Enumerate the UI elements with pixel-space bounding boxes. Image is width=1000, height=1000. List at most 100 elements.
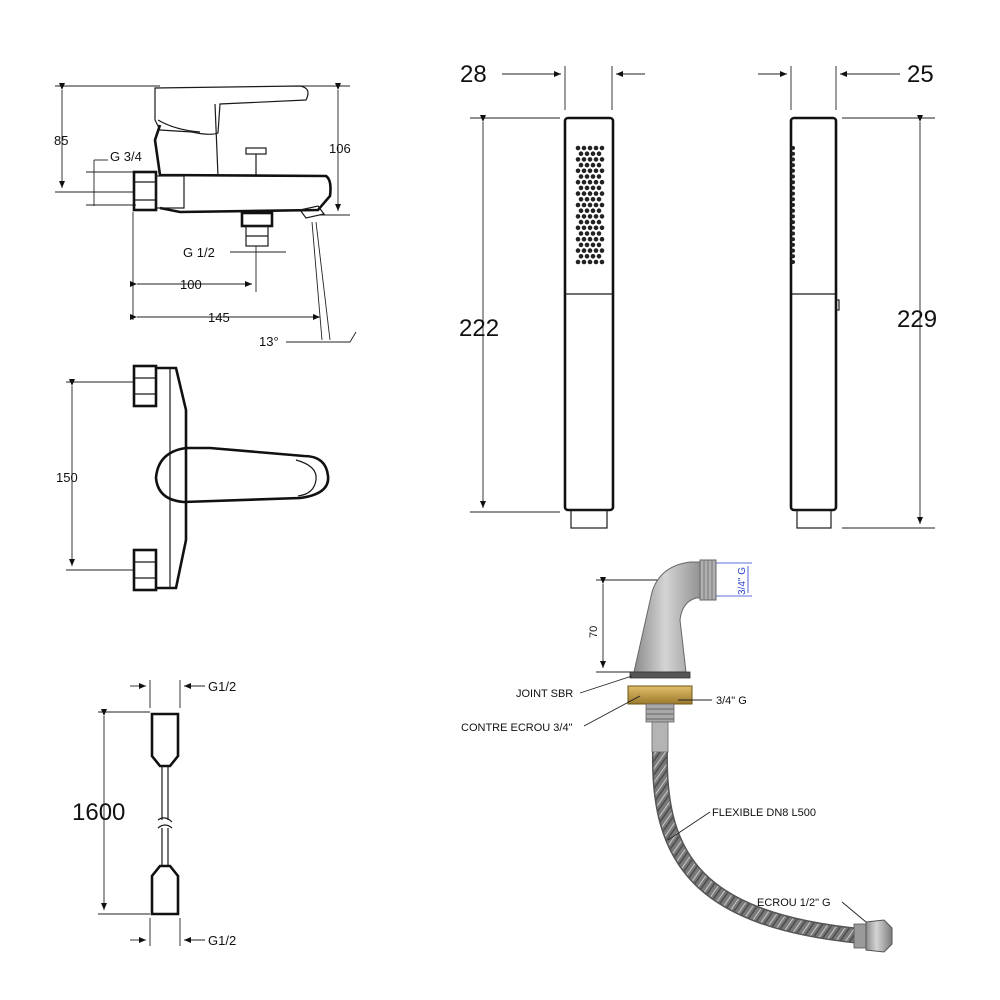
spray-hole: [587, 236, 593, 242]
handshower-front-view: 28 222: [459, 61, 645, 529]
spray-hole: [581, 202, 587, 208]
spray-hole: [596, 208, 602, 213]
spray-hole: [587, 145, 593, 151]
spray-hole: [578, 197, 584, 202]
g12-label: G 1/2: [183, 245, 215, 260]
spray-hole: [593, 214, 599, 219]
spray-hole-side: [791, 242, 795, 247]
spray-hole: [584, 253, 590, 259]
dim-100-label: 100: [180, 277, 202, 292]
mixer-top-view: 150: [56, 364, 330, 592]
spray-hole: [587, 191, 593, 196]
spray-hole: [596, 253, 602, 259]
g34-label: G 3/4: [110, 149, 142, 164]
spray-hole: [599, 191, 605, 196]
spray-hole: [581, 214, 587, 219]
spray-hole: [578, 185, 584, 191]
spray-hole-side: [791, 157, 795, 162]
spray-hole: [596, 219, 602, 225]
spray-hole: [590, 242, 596, 248]
spray-hole: [599, 259, 605, 265]
spray-hole: [584, 242, 590, 248]
spray-hole: [593, 202, 599, 208]
spray-hole: [587, 259, 593, 265]
dim-85-label: 85: [54, 133, 68, 148]
spray-hole: [587, 168, 593, 174]
spray-hole: [590, 151, 596, 156]
spray-hole: [599, 157, 605, 162]
spray-hole: [578, 242, 584, 248]
spray-hole-side: [791, 220, 795, 225]
spray-hole-side: [791, 237, 795, 242]
spray-hole: [593, 259, 599, 265]
spray-hole: [584, 174, 590, 179]
spray-hole: [581, 145, 587, 151]
spray-hole: [575, 145, 581, 151]
spray-hole: [590, 197, 596, 202]
spray-hole-side: [791, 151, 795, 156]
spray-hole: [593, 157, 599, 162]
spray-hole-side: [791, 254, 795, 259]
mixer-side-view: 85 106 G 3/4 G 1/2: [54, 83, 357, 349]
spray-hole: [587, 225, 593, 231]
spray-hole: [581, 157, 587, 162]
spray-hole: [584, 185, 590, 191]
dim-28-label: 28: [460, 61, 487, 88]
spray-hole: [599, 145, 605, 151]
spray-hole: [578, 231, 584, 236]
spray-hole: [578, 208, 584, 213]
spray-hole: [590, 231, 596, 236]
spray-hole: [599, 202, 605, 208]
spray-hole: [575, 191, 581, 196]
spray-hole: [584, 231, 590, 236]
spray-hole-side: [791, 191, 795, 196]
spray-hole: [575, 202, 581, 208]
spray-hole-side: [791, 168, 795, 173]
angle-13-label: 13°: [259, 334, 279, 349]
spray-hole: [593, 145, 599, 151]
spray-hole: [575, 214, 581, 219]
spray-hole: [578, 174, 584, 179]
spray-hole: [578, 253, 584, 259]
spray-hole: [596, 174, 602, 179]
spray-hole: [581, 191, 587, 196]
spray-hole-side: [791, 214, 795, 219]
spray-hole: [599, 179, 605, 185]
spray-hole: [599, 225, 605, 231]
spray-hole: [596, 151, 602, 156]
dim-106-label: 106: [329, 141, 351, 156]
bath-outlet-assembly: 3/4" G 70 JOINT SBR 3/4" G CON: [461, 559, 893, 953]
flexible-label: FLEXIBLE DN8 L500: [712, 807, 816, 819]
spray-hole: [581, 248, 587, 253]
spray-hole: [581, 259, 587, 265]
spray-hole: [596, 162, 602, 168]
spray-hole: [578, 151, 584, 156]
spray-hole: [596, 197, 602, 202]
spray-hole: [590, 219, 596, 225]
spray-hole-side: [791, 225, 795, 230]
spray-hole: [581, 179, 587, 185]
spray-hole: [590, 253, 596, 259]
spray-hole: [584, 151, 590, 156]
spray-hole: [593, 248, 599, 253]
dim-1600-label: 1600: [72, 799, 125, 826]
spray-hole: [593, 168, 599, 174]
spray-hole-side: [791, 146, 795, 150]
spray-hole: [587, 157, 593, 162]
spray-hole: [584, 197, 590, 202]
spray-hole: [596, 185, 602, 191]
handshower-side-view: 25 229: [758, 61, 937, 529]
spray-hole: [581, 225, 587, 231]
spray-hole: [584, 162, 590, 168]
spray-hole: [599, 214, 605, 219]
spray-hole: [590, 185, 596, 191]
joint-sbr-label: JOINT SBR: [516, 688, 573, 700]
hose-g12-bottom-label: G1/2: [208, 933, 236, 948]
spray-hole: [578, 219, 584, 225]
spray-hole: [587, 248, 593, 253]
spray-hole: [584, 219, 590, 225]
spray-hole: [599, 168, 605, 174]
spray-holes: [575, 145, 605, 265]
spray-hole: [599, 236, 605, 242]
